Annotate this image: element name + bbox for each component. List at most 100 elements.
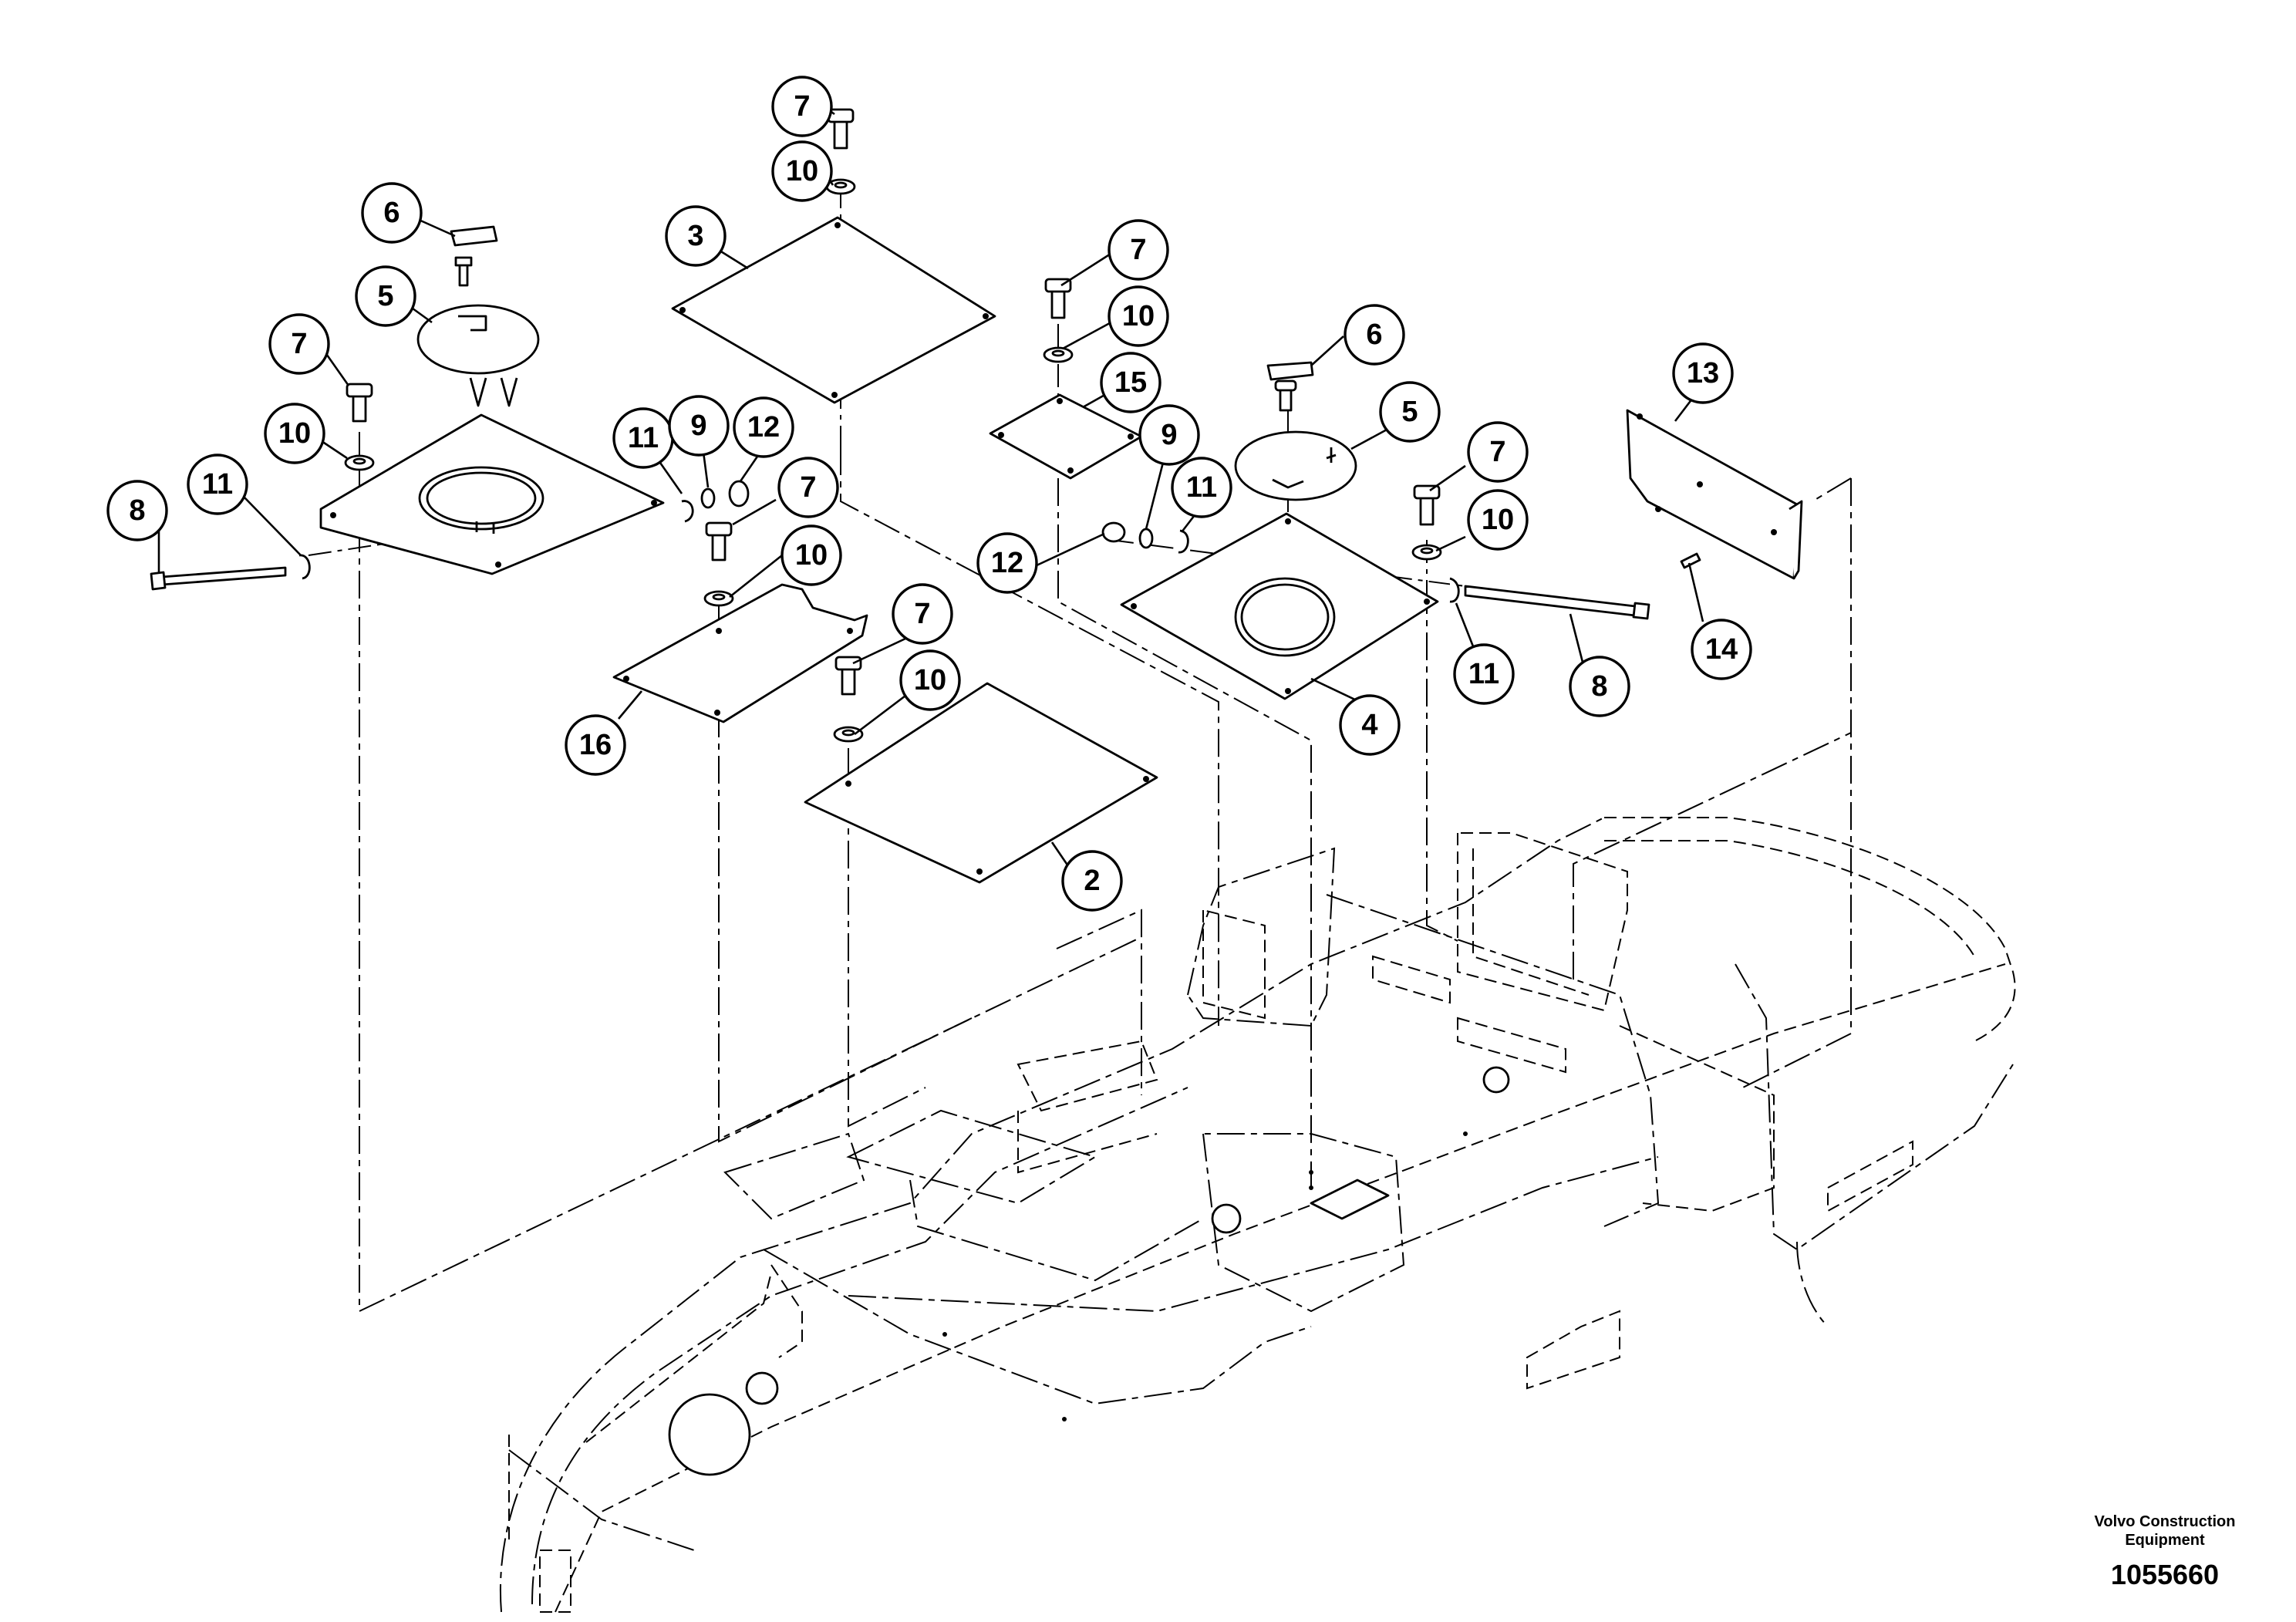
callout-number: 16 bbox=[579, 729, 612, 761]
callout-number: 10 bbox=[914, 664, 946, 696]
callout-balloon bbox=[668, 395, 730, 457]
callout-number: 2 bbox=[1084, 865, 1100, 897]
callout-balloon bbox=[899, 649, 961, 711]
bracket-13 bbox=[1626, 409, 1799, 580]
callout-5: 5 bbox=[1379, 381, 1441, 443]
callout-16: 16 bbox=[565, 714, 626, 776]
callout-number: 8 bbox=[129, 494, 145, 527]
callout-number: 5 bbox=[377, 280, 393, 312]
callout-balloon bbox=[1061, 850, 1123, 912]
callout-number: 10 bbox=[795, 539, 828, 572]
callout-balloon bbox=[268, 313, 330, 375]
callout-number: 11 bbox=[202, 468, 233, 501]
callout-2: 2 bbox=[1061, 850, 1123, 912]
callout-balloon bbox=[1569, 656, 1630, 717]
callout-balloon bbox=[264, 403, 325, 464]
callout-balloon bbox=[733, 396, 794, 458]
callout-number: 6 bbox=[1366, 319, 1382, 351]
callout-balloon bbox=[665, 205, 727, 267]
callout-11: 11 bbox=[1453, 643, 1515, 705]
callout-balloon bbox=[1108, 219, 1169, 281]
callout-number: 12 bbox=[747, 411, 780, 443]
callout-10: 10 bbox=[771, 140, 833, 202]
callout-number: 7 bbox=[291, 328, 307, 360]
drawing-number: 1055660 bbox=[2110, 1559, 2220, 1590]
callout-number: 9 bbox=[690, 410, 706, 442]
callout-balloon bbox=[1171, 457, 1232, 518]
long-bolt-right bbox=[1464, 585, 1637, 617]
callout-balloon bbox=[355, 265, 416, 327]
callout-10: 10 bbox=[781, 524, 842, 586]
callout-number: 4 bbox=[1361, 709, 1377, 741]
manufacturer-line-1: Volvo Construction bbox=[2094, 1513, 2236, 1530]
callout-11: 11 bbox=[1171, 457, 1232, 518]
callout-15: 15 bbox=[1100, 352, 1161, 413]
callout-balloon bbox=[892, 583, 953, 645]
callout-10: 10 bbox=[1467, 489, 1529, 551]
callout-balloon bbox=[781, 524, 842, 586]
callout-number: 15 bbox=[1114, 366, 1147, 399]
callout-balloon bbox=[1108, 285, 1169, 347]
callout-number: 12 bbox=[991, 547, 1023, 579]
callout-number: 7 bbox=[794, 90, 810, 123]
callout-8: 8 bbox=[1569, 656, 1630, 717]
callout-14: 14 bbox=[1691, 619, 1752, 680]
callout-7: 7 bbox=[892, 583, 953, 645]
callout-balloon bbox=[1379, 381, 1441, 443]
callout-balloon bbox=[1467, 489, 1529, 551]
callout-13: 13 bbox=[1672, 342, 1734, 404]
callout-11: 11 bbox=[612, 407, 674, 469]
callout-10: 10 bbox=[264, 403, 325, 464]
callout-number: 7 bbox=[800, 471, 816, 504]
callout-balloon bbox=[1344, 304, 1405, 366]
callout-4: 4 bbox=[1339, 694, 1401, 756]
cover-plate-3 bbox=[671, 216, 996, 404]
cover-plate-16 bbox=[612, 583, 868, 723]
callout-balloon bbox=[1339, 694, 1401, 756]
callout-balloon bbox=[1453, 643, 1515, 705]
callout-balloon bbox=[187, 454, 248, 515]
callout-balloon bbox=[1467, 421, 1529, 483]
callout-11: 11 bbox=[187, 454, 248, 515]
callout-number: 7 bbox=[1130, 234, 1146, 266]
callout-7: 7 bbox=[1108, 219, 1169, 281]
washers bbox=[344, 178, 1442, 743]
cover-cap-left bbox=[416, 304, 540, 375]
callout-balloon bbox=[565, 714, 626, 776]
callout-7: 7 bbox=[1467, 421, 1529, 483]
callout-number: 11 bbox=[628, 422, 659, 454]
knob-left bbox=[450, 225, 498, 247]
callout-balloon bbox=[1100, 352, 1161, 413]
callout-3: 3 bbox=[665, 205, 727, 267]
callout-number: 7 bbox=[1489, 436, 1505, 468]
callout-6: 6 bbox=[361, 182, 423, 244]
cover-plate-2 bbox=[804, 682, 1158, 884]
callout-number: 3 bbox=[687, 220, 703, 252]
callout-number: 9 bbox=[1161, 419, 1177, 451]
callout-number: 11 bbox=[1186, 471, 1217, 504]
machine-frame bbox=[500, 817, 2016, 1613]
callout-number: 14 bbox=[1705, 633, 1738, 666]
callout-number: 10 bbox=[786, 155, 818, 187]
callout-balloon bbox=[1138, 404, 1200, 466]
callout-7: 7 bbox=[771, 76, 833, 137]
callout-number: 6 bbox=[383, 197, 400, 229]
callout-number: 10 bbox=[278, 417, 311, 450]
cover-cap-right bbox=[1234, 430, 1357, 501]
callout-12: 12 bbox=[733, 396, 794, 458]
callout-balloon bbox=[106, 480, 168, 541]
callout-balloon bbox=[361, 182, 423, 244]
callout-10: 10 bbox=[1108, 285, 1169, 347]
callout-number: 10 bbox=[1122, 300, 1155, 332]
bolts bbox=[346, 108, 1441, 696]
callout-balloon bbox=[976, 532, 1038, 594]
knob-right bbox=[1266, 361, 1314, 381]
callout-balloon bbox=[771, 76, 833, 137]
callout-balloon bbox=[1672, 342, 1734, 404]
callout-6: 6 bbox=[1344, 304, 1405, 366]
callout-balloons: 7 10 3 6 5 7 10 11 9 12 7 10 8 11 16 7 10 2 7 10 15 6 5 9 11 12 4 7… bbox=[106, 76, 1752, 912]
long-bolt-left bbox=[160, 566, 287, 586]
callout-7: 7 bbox=[777, 457, 839, 518]
callout-number: 5 bbox=[1401, 396, 1418, 428]
